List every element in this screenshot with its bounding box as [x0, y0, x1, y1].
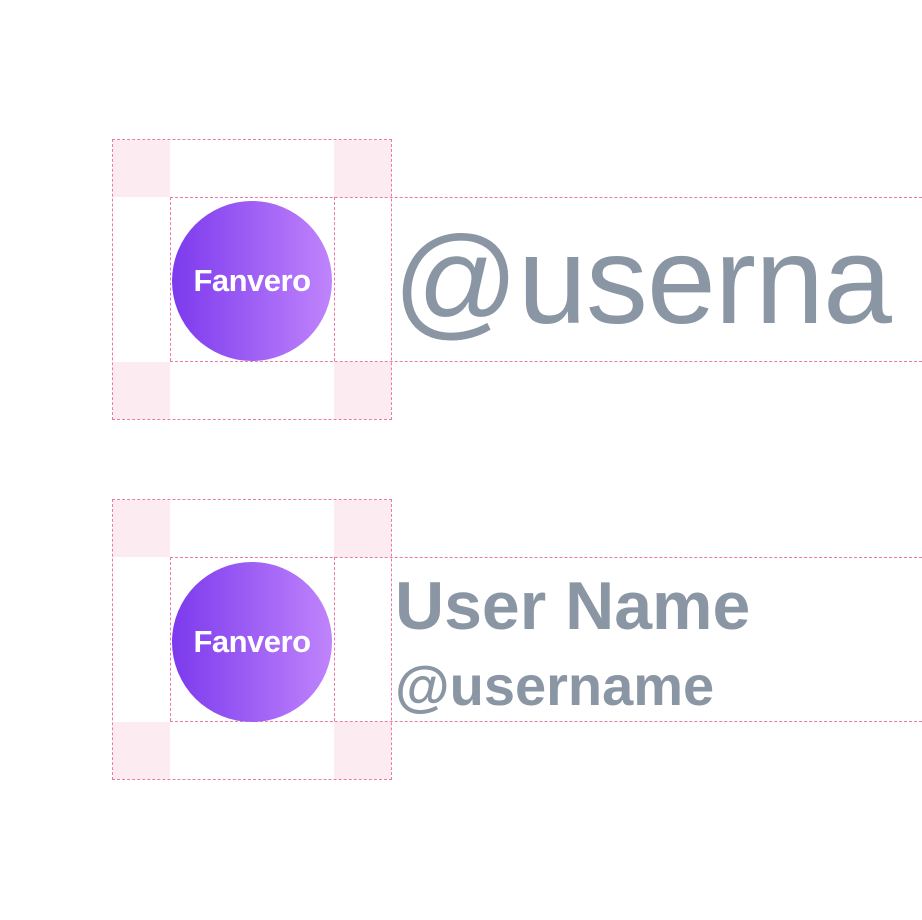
content-guide-bottom-line: [170, 361, 922, 362]
clearspace-corner-bottom-right: [334, 362, 391, 419]
clearspace-corner-top-left: [113, 500, 170, 557]
fanvero-logo: Fanvero: [172, 562, 332, 722]
clearspace-corner-bottom-left: [113, 362, 170, 419]
username-handle: @username: [395, 654, 715, 717]
clearspace-guide-box: [112, 139, 392, 420]
logo-guide-right-line: [334, 557, 335, 721]
username-handle-large: @userna: [393, 212, 892, 350]
clearspace-corner-top-right: [334, 500, 391, 557]
clearspace-corner-bottom-left: [113, 722, 170, 779]
logo-wordmark: Fanvero: [193, 263, 311, 298]
logo-wordmark: Fanvero: [193, 624, 311, 659]
logo-guide-left-line: [170, 557, 171, 721]
clearspace-corner-top-left: [113, 140, 170, 197]
clearspace-corner-top-right: [334, 140, 391, 197]
clearspace-corner-bottom-right: [334, 722, 391, 779]
fanvero-logo: Fanvero: [172, 201, 332, 361]
content-guide-top-line: [170, 197, 922, 198]
user-display-name: User Name: [395, 568, 751, 644]
logo-guide-left-line: [170, 197, 171, 361]
clearspace-guide-box: [112, 499, 392, 780]
content-guide-bottom-line: [170, 721, 922, 722]
logo-guide-right-line: [334, 197, 335, 361]
content-guide-top-line: [170, 557, 922, 558]
